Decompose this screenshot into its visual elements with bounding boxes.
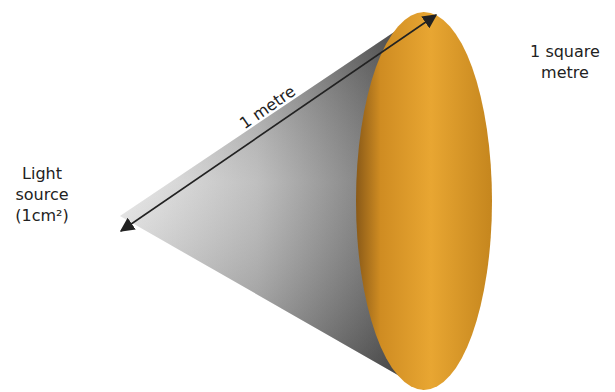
base-disc bbox=[356, 12, 492, 390]
area-label: 1 square metre bbox=[520, 42, 610, 84]
dimension-arrow bbox=[121, 15, 436, 231]
source-label: Light source (1cm²) bbox=[4, 164, 80, 226]
